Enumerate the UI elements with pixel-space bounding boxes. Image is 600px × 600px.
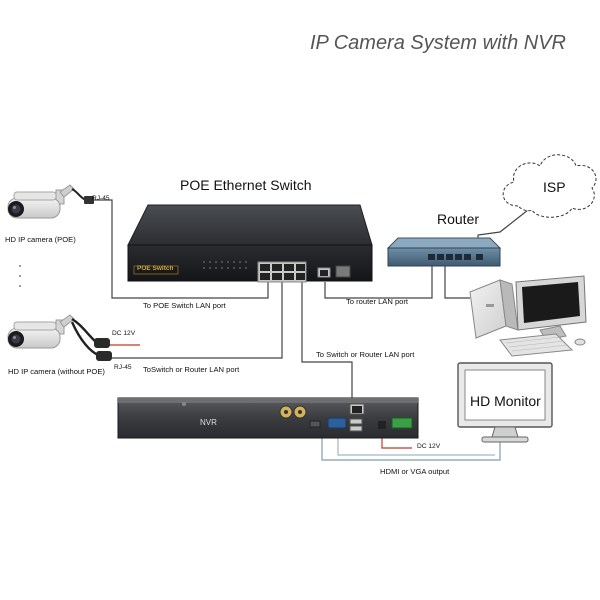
poe-switch-front-label: POE Switch — [137, 265, 174, 272]
nvr-uplink-label: To Switch or Router LAN port — [316, 350, 415, 359]
camera-poe-label: HD IP camera (POE) — [5, 235, 76, 244]
camera-nopoe-connector: RJ-45 — [114, 364, 132, 371]
cable-router-to-pc — [444, 263, 470, 299]
camera-nopoe-power-label: DC 12V — [112, 330, 136, 337]
nvr-front-label: NVR — [200, 418, 217, 427]
router-device — [386, 237, 502, 267]
cable-nvr-power — [381, 436, 412, 449]
cable-nvr-video — [321, 436, 501, 461]
camera-poe-connector: RJ-45 — [92, 195, 110, 202]
poe-switch — [127, 204, 373, 283]
router-lan-link-label: To router LAN port — [346, 297, 409, 306]
isp-label: ISP — [543, 179, 566, 195]
router-title: Router — [437, 211, 480, 227]
cable-camera-poe-to-switch — [92, 199, 269, 299]
switch-lan-ports — [257, 261, 307, 283]
isp-cloud — [502, 154, 597, 218]
video-output-label: HDMI or VGA output — [380, 467, 450, 476]
diagram-title: IP Camera System with NVR — [310, 32, 566, 54]
poe-switch-title: POE Ethernet Switch — [180, 177, 312, 193]
computer — [469, 275, 587, 357]
cable-switch-to-nvr — [301, 282, 353, 404]
camera-poe-link-label: To POE Switch LAN port — [143, 301, 226, 310]
nvr-device — [117, 397, 419, 439]
hd-monitor-label: HD Monitor — [470, 393, 541, 409]
cable-camera-nopoe-to-switch — [112, 282, 283, 359]
nvr-power-label: DC 12V — [417, 443, 441, 450]
cable-switch-to-router — [324, 263, 433, 299]
camera-no-poe — [7, 314, 112, 361]
camera-poe — [7, 184, 94, 219]
hd-monitor — [457, 362, 553, 443]
camera-nopoe-label: HD IP camera (without POE) — [8, 367, 105, 376]
camera-nopoe-link-label: ToSwitch or Router LAN port — [143, 365, 240, 374]
more-cameras-dots — [19, 265, 21, 287]
